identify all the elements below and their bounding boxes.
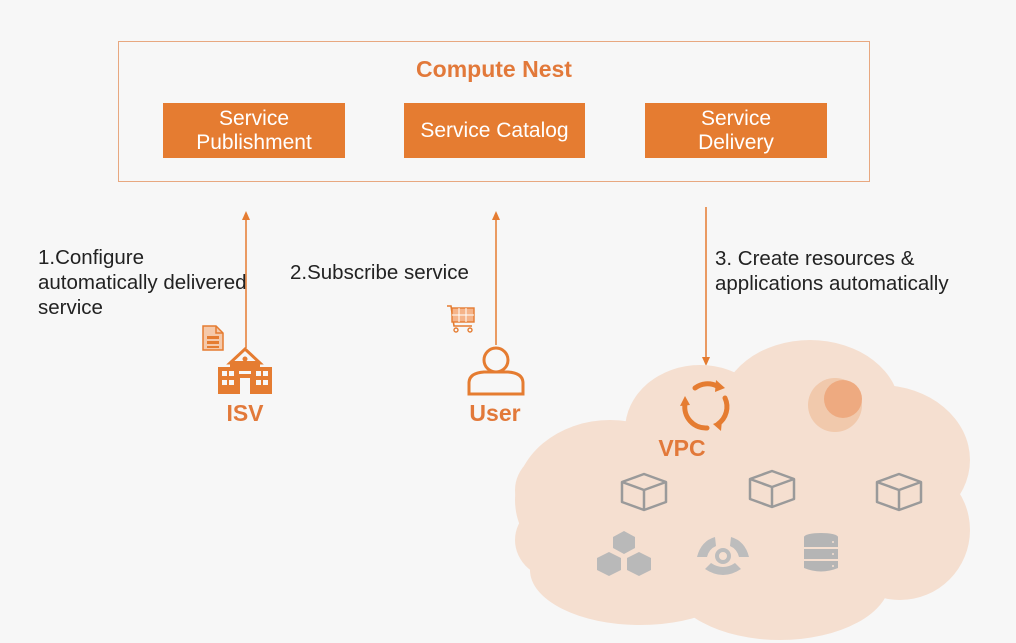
arrowhead-up-icon: [492, 211, 500, 220]
server-cube-icon: [875, 472, 923, 512]
arrowhead-up-icon: [242, 211, 250, 220]
service-delivery-label: Service Delivery: [698, 106, 774, 154]
step-2-label: 2.Subscribe service: [290, 261, 469, 284]
shopping-cart-icon: [447, 305, 475, 333]
user-label: User: [469, 400, 521, 426]
document-icon: [202, 325, 224, 351]
service-catalog-box: Service Catalog: [404, 103, 585, 158]
container-cluster-icon: [597, 531, 651, 576]
service-publishment-box: Service Publishment: [163, 103, 345, 158]
compute-nest-title: Compute Nest: [416, 56, 572, 82]
isv-label: ISV: [226, 400, 264, 426]
service-catalog-label: Service Catalog: [420, 118, 569, 142]
server-cube-icon: [748, 469, 796, 509]
building-icon: [218, 346, 272, 394]
step-1-label: 1.Configure automatically delivered serv…: [38, 246, 247, 319]
service-delivery-box: Service Delivery: [645, 103, 827, 158]
load-balancer-icon: [697, 537, 749, 575]
compute-nest-box: [118, 41, 870, 182]
server-cube-icon: [620, 472, 668, 512]
arrowhead-down-icon: [702, 357, 710, 366]
database-icon: [804, 533, 838, 572]
user-icon: [467, 346, 525, 396]
step-3-label: 3. Create resources & applications autom…: [715, 247, 949, 295]
refresh-cycle-icon: [680, 380, 730, 431]
vpc-label: VPC: [658, 435, 706, 461]
decor-circle: [824, 380, 862, 418]
service-publishment-label: Service Publishment: [196, 106, 312, 154]
